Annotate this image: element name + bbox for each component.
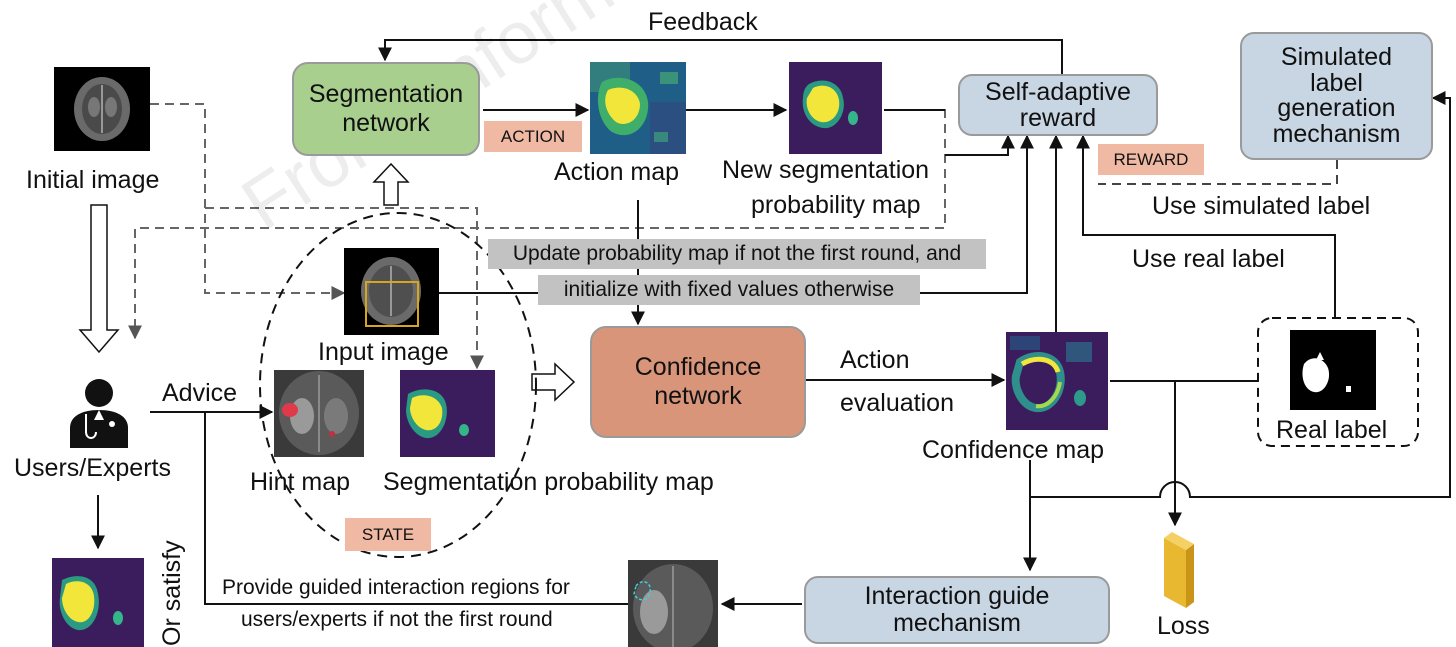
use-simulated-label: Use simulated label <box>1152 192 1371 220</box>
real-label-label: Real label <box>1276 416 1388 444</box>
loss-icon <box>1164 532 1194 608</box>
users-experts-label: Users/Experts <box>14 454 171 482</box>
segmentation-network-box: Segmentation network <box>292 62 480 156</box>
real-label-dashed-box <box>1257 317 1419 447</box>
action-map-image <box>590 62 686 154</box>
new-seg-map-label-1: New segmentation <box>722 156 930 184</box>
action-tag: ACTION <box>484 121 582 152</box>
reward-line-1: Self-adaptive <box>985 77 1131 106</box>
confidence-map-label: Confidence map <box>922 436 1105 464</box>
loss-label: Loss <box>1157 612 1210 640</box>
confidence-network-box: Confidence network <box>590 326 806 438</box>
interaction-guide-box: Interaction guide mechanism <box>804 576 1110 644</box>
reallabel-to-reward-arrow <box>1076 134 1336 318</box>
new-seg-map-label-2: probability map <box>751 191 921 219</box>
reward-tag: REWARD <box>1098 144 1204 175</box>
interaction-guide-line-2: mechanism <box>893 609 1021 637</box>
reward-line-2: reward <box>1019 104 1097 132</box>
sim-line-3: generation <box>1277 94 1396 122</box>
new-seg-map-image <box>789 62 882 154</box>
update-note-line-2: initialize with fixed values otherwise <box>538 275 920 305</box>
input-image-label: Input image <box>318 338 449 366</box>
action-evaluation-line-1: Action <box>840 346 910 374</box>
simulated-dashed-line <box>1098 160 1338 185</box>
use-real-label: Use real label <box>1132 245 1285 273</box>
guided-regions-line-1: Provide guided interaction regions for <box>222 576 570 599</box>
sim-line-2: label <box>1310 68 1363 97</box>
seg-prob-map-image <box>400 370 495 457</box>
input-bbox <box>365 281 419 327</box>
guided-back-line <box>204 412 628 605</box>
state-tag: STATE <box>345 518 431 551</box>
seg-prob-map-label: Segmentation probability map <box>383 468 714 496</box>
user-expert-icon <box>70 379 128 448</box>
feedback-label: Feedback <box>648 8 758 36</box>
hint-map-image <box>274 370 364 457</box>
action-evaluation-line-2: evaluation <box>840 389 954 417</box>
sim-line-4: mechanism <box>1272 119 1401 148</box>
guided-image <box>628 560 718 647</box>
action-map-label: Action map <box>554 158 680 186</box>
interaction-guide-line-1: Interaction guide <box>864 582 1050 610</box>
confidence-network-line-2: network <box>654 382 742 410</box>
brain-icon <box>74 77 130 141</box>
newseg-dashed-outline <box>128 109 946 340</box>
confidence-network-line-1: Confidence <box>634 353 762 382</box>
state-ellipse <box>259 212 537 558</box>
initial-image <box>54 67 150 151</box>
simulated-label-mechanism-box: Simulated label generation mechanism <box>1240 32 1433 160</box>
confidence-map-image <box>1006 332 1108 430</box>
or-satisfy-label: Or satisfy <box>158 540 186 646</box>
real-label-image <box>1290 330 1376 410</box>
segmentation-network-line-1: Segmentation <box>308 80 464 109</box>
initial-image-label: Initial image <box>26 166 160 194</box>
initial-dashed-line-2 <box>205 207 484 370</box>
result-seg-map-image <box>52 558 144 647</box>
sim-line-1: Simulated <box>1280 43 1393 71</box>
segmentation-network-line-2: network <box>342 109 430 137</box>
input-image <box>344 248 439 335</box>
guided-regions-line-2: users/experts if not the first round <box>241 608 553 631</box>
feedback-arrow <box>378 39 1063 88</box>
hollow-down-arrow <box>78 204 120 354</box>
self-adaptive-reward-box: Self-adaptive reward <box>958 74 1158 136</box>
newseg-to-reward-arrow <box>884 109 1008 156</box>
bottom-loop-arrow <box>1029 91 1451 498</box>
hollow-right-arrow <box>531 362 576 402</box>
hollow-up-arrow <box>372 162 410 206</box>
update-note-line-1: Update probability map if not the first … <box>488 239 986 269</box>
advice-label: Advice <box>162 379 238 407</box>
hint-map-label: Hint map <box>250 468 351 496</box>
